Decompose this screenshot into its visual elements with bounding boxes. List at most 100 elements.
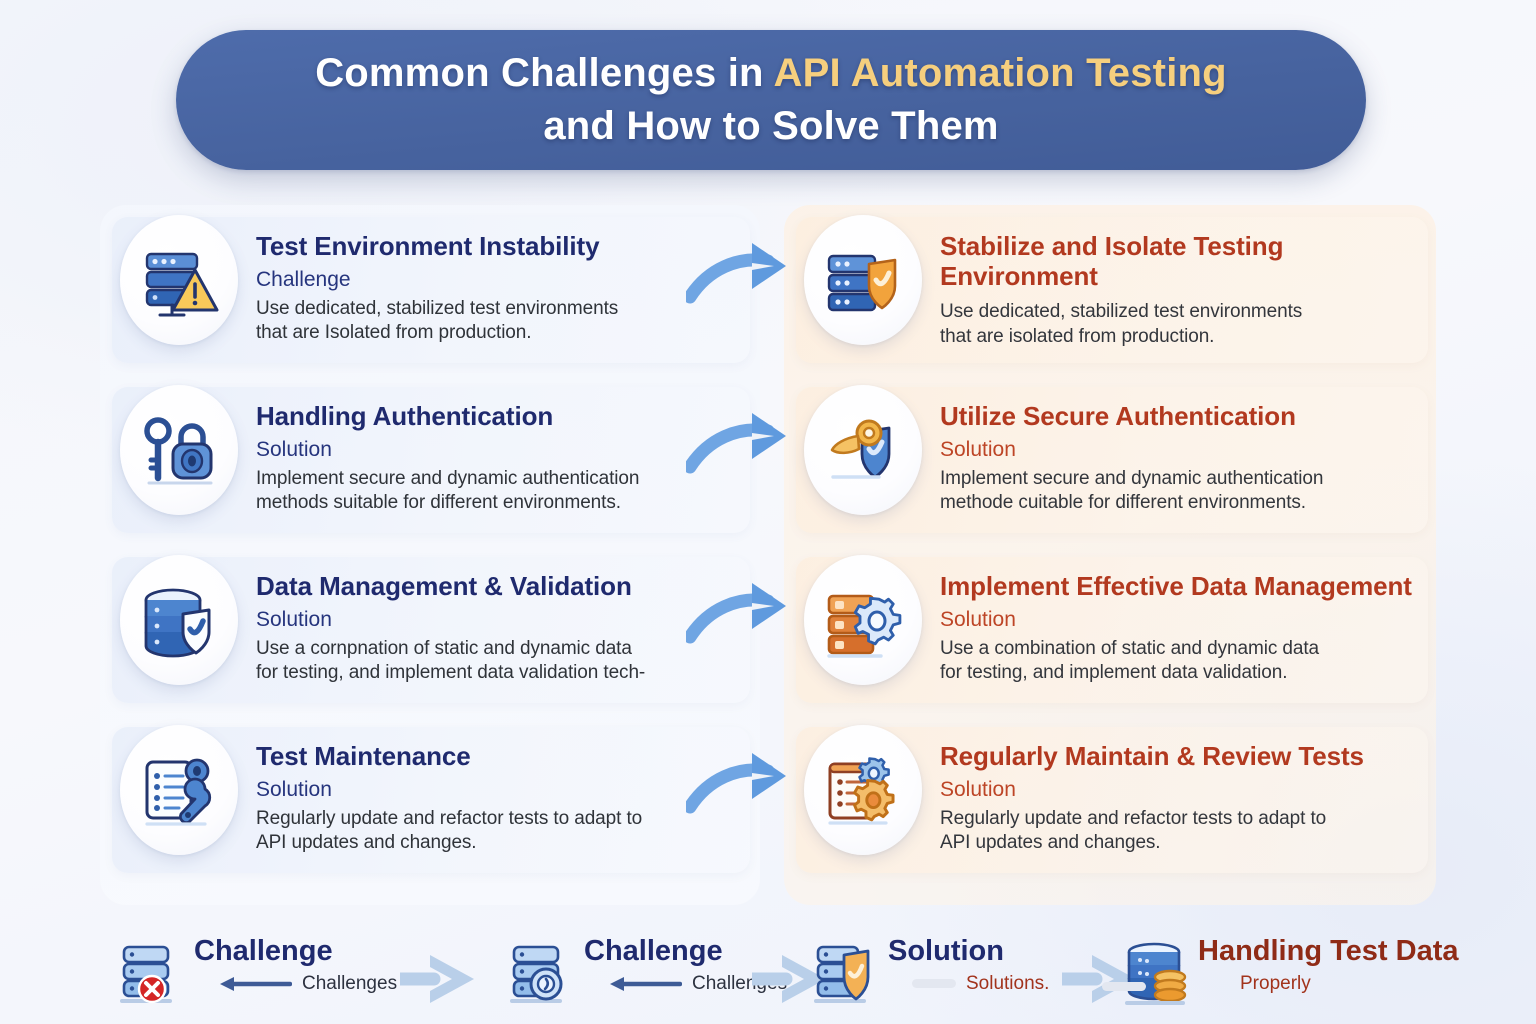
header-banner: Common Challenges in API Automation Test… [176,30,1366,170]
title-prefix: Common Challenges in [315,51,774,96]
solution-body-2-line1: Implement secure and dynamic authenticat… [940,467,1324,489]
flow-sub-label-3: Solutions. [966,972,1050,994]
challenge-body-4-line1: Regularly update and refactor tests to a… [256,807,643,829]
database-shield-icon [120,555,238,685]
challenge-body-4-line2: API updates and changes. [256,832,477,854]
server-shield-icon [804,215,922,345]
challenge-label-3: Solution [256,608,332,632]
flow-text-4: Handling Test Data Properly [1192,925,1459,995]
challenge-body-2: Implement secure and dynamic authenticat… [256,467,639,516]
key-shield-icon [804,385,922,515]
page-title-line-2: and How to Solve Them [543,104,999,148]
database-coins-icon [1125,942,1187,1005]
row-test-maintenance: Test Maintenance Solution Regularly upda… [0,715,1536,885]
challenge-card-1[interactable]: Test Environment Instability Challenge U… [112,215,750,363]
server-shield-icon [814,945,870,1003]
solution-label-2: Solution [940,438,1016,462]
challenge-text-4: Test Maintenance Solution Regularly upda… [238,727,642,856]
flow-text-3: Solution Solutions. [882,925,1049,995]
solution-text-2: Utilize Secure Authentication Solution I… [922,387,1323,516]
flow-sub-label-1: Challenges [302,972,398,994]
checklist-wrench-icon [120,725,238,855]
server-clock-icon [510,945,563,1003]
challenge-card-3[interactable]: Data Management & Validation Solution Us… [112,555,750,703]
solution-text-4: Regularly Maintain & Review Tests Soluti… [922,727,1364,856]
solution-body-4-line1: Regularly update and refactor tests to a… [940,807,1327,829]
challenge-body-3: Use a cornpnation of static and dynamic … [256,637,645,686]
forward-arrow-icon-2 [752,955,826,1003]
row-authentication: Handling Authentication Solution Impleme… [0,375,1536,545]
challenge-title-1: Test Environment Instability [256,231,600,261]
solution-title-1-line2: Environment [940,261,1098,292]
challenge-body-2-line1: Implement secure and dynamic authenticat… [256,467,640,489]
challenge-text-2: Handling Authentication Solution Impleme… [238,387,639,516]
challenge-label-1: Challenge [256,268,351,292]
flow-sub-4: Properly [1198,973,1459,995]
flow-item-4[interactable]: Handling Test Data Properly [1122,925,1459,1020]
left-arrow-icon [610,976,682,991]
checklist-gears-icon [804,725,922,855]
solution-title-1: Stabilize and Isolate Testing Environmen… [940,231,1302,291]
solution-title-2: Utilize Secure Authentication [940,401,1296,431]
key-lock-icon [120,385,238,515]
title-accent: API Automation Testing [773,51,1227,96]
row-test-environment: Test Environment Instability Challenge U… [0,205,1536,375]
challenge-card-2[interactable]: Handling Authentication Solution Impleme… [112,385,750,533]
server-warning-icon [120,215,238,345]
flow-big-label-1: Challenge [194,935,333,967]
solution-label-4: Solution [940,778,1016,802]
solution-title-1-line1: Stabilize and Isolate Testing [940,231,1284,261]
challenge-title-4: Test Maintenance [256,741,471,771]
challenge-body-1-line2: that are Isolated from production. [256,322,532,344]
content-rows: Test Environment Instability Challenge U… [0,205,1536,885]
solution-body-3-line2: for testing, and implement data validati… [940,662,1288,684]
challenge-text-3: Data Management & Validation Solution Us… [238,557,645,686]
curved-right-arrow-icon [686,413,786,474]
challenge-title-3: Data Management & Validation [256,571,632,601]
solution-card-2[interactable]: Utilize Secure Authentication Solution I… [796,385,1428,533]
solution-body-1-line1: Use dedicated, stabilized test environme… [940,301,1303,323]
challenge-body-3-line2: for testing, and implement data validati… [256,662,646,684]
flow-sub-label-4: Properly [1240,972,1311,994]
challenge-body-3-line1: Use a cornpnation of static and dynamic … [256,637,632,659]
challenge-card-4[interactable]: Test Maintenance Solution Regularly upda… [112,725,750,873]
solution-title-3: Implement Effective Data Management [940,571,1412,601]
bottom-flow-strip: Challenge Challenges Challenge [0,925,1536,1020]
forward-arrow-icon-1 [400,955,474,1003]
curved-right-arrow-icon [686,243,786,304]
server-error-icon [120,945,172,1004]
challenge-body-2-line2: methods suitable for different environme… [256,492,621,514]
solution-card-1[interactable]: Stabilize and Isolate Testing Environmen… [796,215,1428,363]
flow-big-label-2: Challenge [584,935,723,967]
flow-item-3[interactable]: Solution Solutions. [812,925,1049,1020]
solution-body-3-line1: Use a combination of static and dynamic … [940,637,1319,659]
solution-label-3: Solution [940,608,1016,632]
solution-card-3[interactable]: Implement Effective Data Management Solu… [796,555,1428,703]
solution-title-4: Regularly Maintain & Review Tests [940,741,1364,771]
challenge-body-1: Use dedicated, stabilized test environme… [256,297,618,346]
row-data-management: Data Management & Validation Solution Us… [0,545,1536,715]
challenge-label-2: Solution [256,438,332,462]
flow-big-label-3: Solution [888,935,1004,967]
forward-arrow-icon-3 [1062,955,1136,1003]
solution-card-4[interactable]: Regularly Maintain & Review Tests Soluti… [796,725,1428,873]
challenge-label-4: Solution [256,778,332,802]
solution-body-2: Implement secure and dynamic authenticat… [940,467,1323,516]
flow-item-2[interactable]: Challenge Challenges [508,925,787,1020]
challenge-text-1: Test Environment Instability Challenge U… [238,217,618,346]
solution-text-3: Implement Effective Data Management Solu… [922,557,1412,686]
solution-body-2-line2: methode cuitable for different environme… [940,492,1306,514]
server-gear-icon [804,555,922,685]
solution-body-4-line2: API updates and changes. [940,832,1161,854]
curved-right-arrow-icon [686,753,786,814]
left-arrow-icon [220,976,292,991]
flow-sub-1: Challenges [194,973,397,995]
challenge-body-4: Regularly update and refactor tests to a… [256,807,642,856]
solution-body-1: Use dedicated, stabilized test environme… [940,300,1302,349]
curved-right-arrow-icon [686,583,786,644]
flow-item-1[interactable]: Challenge Challenges [118,925,397,1020]
solution-body-4: Regularly update and refactor tests to a… [940,807,1364,856]
solution-text-1: Stabilize and Isolate Testing Environmen… [922,217,1302,350]
flow-big-label-4: Handling Test Data [1198,935,1459,967]
challenge-body-1-line1: Use dedicated, stabilized test environme… [256,297,619,319]
